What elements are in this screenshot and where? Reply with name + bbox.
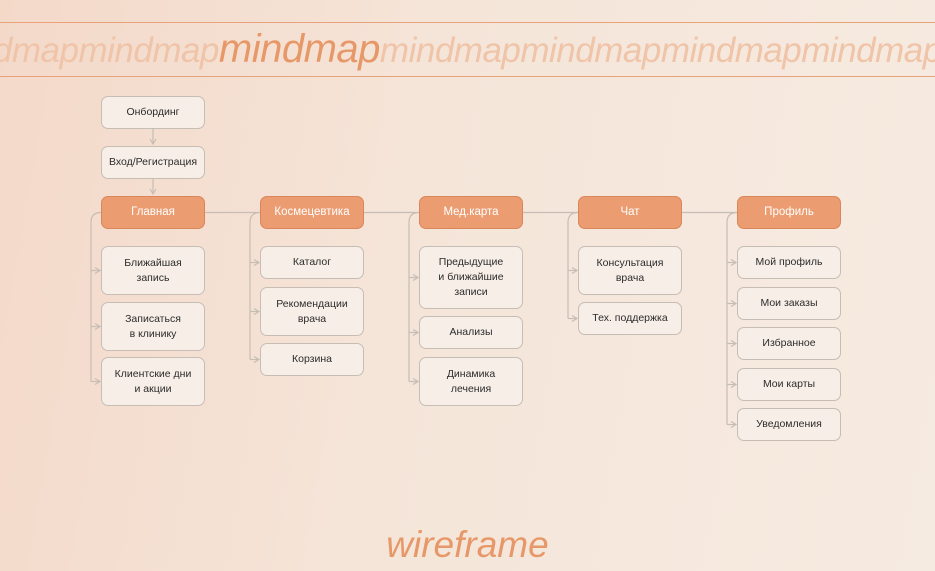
footer-title: wireframe xyxy=(386,524,549,565)
section-header-4[interactable]: Профиль xyxy=(737,196,841,229)
spine-4 xyxy=(726,211,738,425)
section-4-item-1[interactable]: Мои заказы xyxy=(737,287,841,320)
section-4-item-2[interactable]: Избранное xyxy=(737,327,841,360)
section-3-item-1[interactable]: Тех. поддержка xyxy=(578,302,682,335)
banner-word-main: mindmap xyxy=(218,27,381,71)
banner-word: mindmap xyxy=(0,31,79,70)
section-0-item-1[interactable]: Записаться в клинику xyxy=(101,302,205,351)
banner-word: mindmap xyxy=(379,31,521,70)
section-0-item-0[interactable]: Ближайшая запись xyxy=(101,246,205,295)
spine-0 xyxy=(90,211,102,382)
section-header-1[interactable]: Космецевтика xyxy=(260,196,364,229)
section-4-item-3[interactable]: Мои карты xyxy=(737,368,841,401)
section-1-item-2[interactable]: Корзина xyxy=(260,343,364,376)
banner-word: mindmap xyxy=(520,31,661,70)
mindmap-banner: mindmapmindmapmindmapmindmapmindmapmindm… xyxy=(0,23,935,76)
node-login[interactable]: Вход/Регистрация xyxy=(101,146,205,179)
section-1-item-1[interactable]: Рекомендации врача xyxy=(260,287,364,336)
section-header-3[interactable]: Чат xyxy=(578,196,682,229)
banner-word: mindmap xyxy=(78,31,219,70)
section-header-0[interactable]: Главная xyxy=(101,196,205,229)
section-2-item-0[interactable]: Предыдущие и ближайшие записи xyxy=(419,246,523,309)
section-1-item-0[interactable]: Каталог xyxy=(260,246,364,279)
banner-word: mindmap xyxy=(801,31,935,70)
node-onboarding[interactable]: Онбординг xyxy=(101,96,205,129)
section-2-item-1[interactable]: Анализы xyxy=(419,316,523,349)
banner-bottom-line xyxy=(0,76,935,77)
spine-3 xyxy=(567,211,579,319)
spine-1 xyxy=(249,211,261,360)
spine-2 xyxy=(408,211,420,382)
banner-top-line xyxy=(0,22,935,23)
section-3-item-0[interactable]: Консультация врача xyxy=(578,246,682,295)
mindmap-banner-text: mindmapmindmapmindmapmindmapmindmapmindm… xyxy=(0,27,935,73)
section-header-2[interactable]: Мед.карта xyxy=(419,196,523,229)
section-4-item-0[interactable]: Мой профиль xyxy=(737,246,841,279)
banner-word: mindmap xyxy=(660,31,802,70)
section-2-item-2[interactable]: Динамика лечения xyxy=(419,357,523,406)
section-4-item-4[interactable]: Уведомления xyxy=(737,408,841,441)
section-0-item-2[interactable]: Клиентские дни и акции xyxy=(101,357,205,406)
